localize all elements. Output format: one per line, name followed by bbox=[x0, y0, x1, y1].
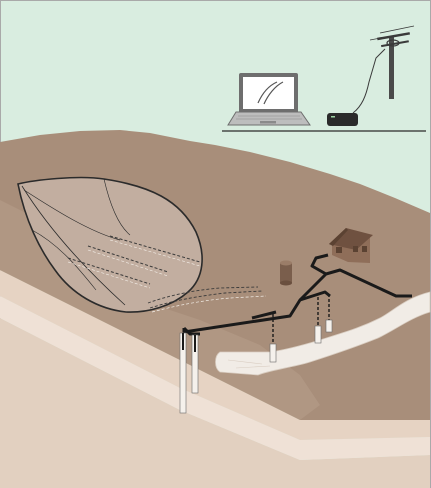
laptop-icon bbox=[228, 73, 310, 125]
modem-icon bbox=[327, 113, 358, 126]
borehole-sensor-1 bbox=[180, 333, 186, 413]
borehole-sensor-2 bbox=[192, 335, 198, 393]
tank-icon bbox=[280, 261, 292, 286]
